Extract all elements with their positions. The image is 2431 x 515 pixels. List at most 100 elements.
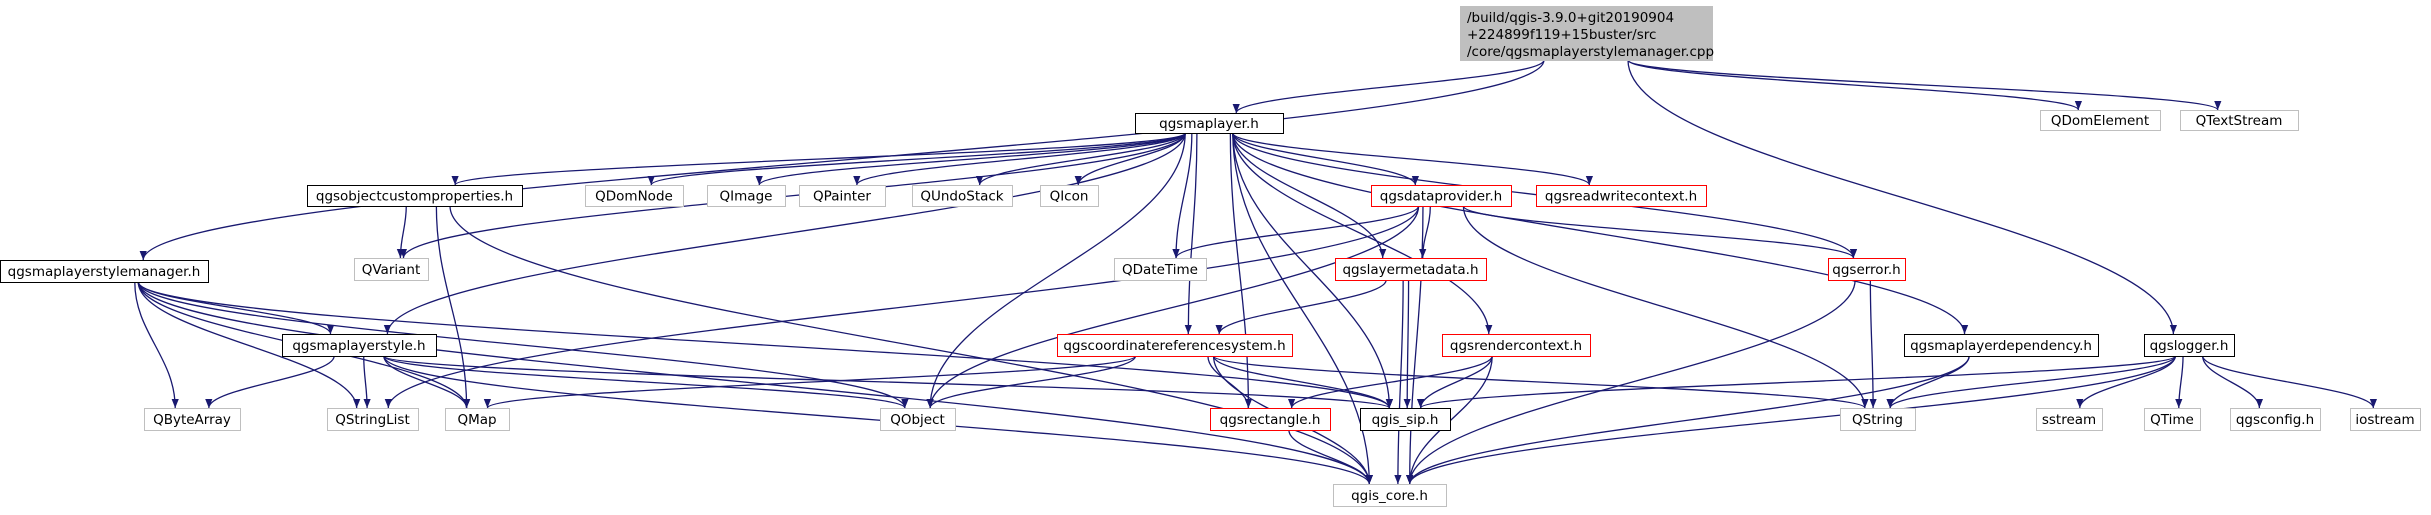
edge-qgsmaplayer_h-to-qimage — [755, 132, 1186, 186]
node-box — [1904, 334, 2099, 357]
node-label: QDomNode — [595, 189, 673, 205]
node-box — [2144, 334, 2235, 357]
edges-layer — [134, 59, 2377, 485]
node-label: qgslogger.h — [2150, 338, 2229, 354]
node-label: qgslayermetadata.h — [1342, 262, 1478, 278]
node-box — [1536, 185, 1707, 207]
node-box — [2180, 110, 2299, 131]
edge-qgsdataprovider_h-to-qobject — [926, 205, 1420, 409]
node-box — [2040, 110, 2161, 131]
edge-qgsmaplayer_h-to-qgis_core_h — [1232, 132, 1373, 485]
node-qgsreadwritecontext-h[interactable]: qgsreadwritecontext.h — [1536, 185, 1707, 207]
edge-qgsmaplayer_h-to-qgsrectangle_h — [1229, 132, 1253, 409]
node-qmap[interactable]: QMap — [445, 408, 510, 431]
node-qdomelement[interactable]: QDomElement — [2040, 110, 2161, 131]
node-box — [1442, 334, 1591, 357]
node-qvariant[interactable]: QVariant — [354, 258, 429, 281]
node-qdatetime[interactable]: QDateTime — [1114, 258, 1207, 281]
node-box — [2230, 408, 2321, 431]
node-label-line: /build/qgis-3.9.0+git20190904 — [1467, 10, 1674, 26]
edge-qgsmaplayerstylemanager_h-to-qstringlist — [137, 281, 361, 409]
node-sstream[interactable]: sstream — [2036, 408, 2103, 431]
node-box — [1335, 258, 1487, 281]
edge-qgslogger_h-to-iostream — [2202, 355, 2377, 409]
node-qgsmaplayer-h[interactable]: qgsmaplayer.h — [1135, 113, 1284, 134]
node-box — [2144, 408, 2201, 431]
node-qpainter[interactable]: QPainter — [799, 185, 886, 207]
edge-qgsrectangle_h-to-qgis_core_h — [1288, 429, 1373, 485]
node-qgis-core-h[interactable]: qgis_core.h — [1333, 484, 1447, 507]
node-label: qgserror.h — [1832, 262, 1900, 278]
node-qgsobjectcustomproperties-h[interactable]: qgsobjectcustomproperties.h — [307, 185, 523, 207]
node-label: QPainter — [813, 189, 871, 205]
node-label: QStringList — [335, 412, 410, 428]
node-box — [327, 408, 419, 431]
node-qicon[interactable]: QIcon — [1040, 185, 1099, 207]
node-label: QIcon — [1050, 189, 1089, 205]
node-box — [445, 408, 510, 431]
node-qgsdataprovider-h[interactable]: qgsdataprovider.h — [1371, 185, 1512, 207]
node-box — [585, 185, 684, 207]
edge-qgsobjectcustomproperties_h-to-qmap — [435, 205, 471, 409]
node-qgscoordinatereferencesystem-h[interactable]: qgscoordinatereferencesystem.h — [1057, 334, 1293, 357]
node-box — [354, 258, 429, 281]
edge-root-to-qgsmaplayer_h — [1232, 59, 1545, 114]
edge-qgscoordinatereferencesystem_h-to-qobject — [926, 355, 1137, 409]
node-qbytearray[interactable]: QByteArray — [144, 408, 241, 431]
node-label: qgsmaplayer.h — [1159, 116, 1259, 132]
node-qstring[interactable]: QString — [1840, 408, 1916, 431]
edge-qgsdataprovider_h-to-qgserror_h — [1462, 205, 1857, 259]
edge-qgsmaplayerstylemanager_h-to-qbytearray — [134, 281, 179, 409]
node-qgslogger-h[interactable]: qgslogger.h — [2144, 334, 2235, 357]
edge-qgsmaplayer_h-to-qdomnode — [647, 132, 1186, 186]
node-qgsrectangle-h[interactable]: qgsrectangle.h — [1210, 408, 1331, 431]
edge-qgscoordinatereferencesystem_h-to-qstring — [1212, 355, 1869, 409]
node-box — [912, 185, 1013, 207]
node-qgserror-h[interactable]: qgserror.h — [1828, 258, 1906, 281]
node-qgis-sip-h[interactable]: qgis_sip.h — [1360, 408, 1451, 431]
node-box — [1057, 334, 1293, 357]
node-label: qgsmaplayerstyle.h — [292, 338, 425, 354]
node-box — [1840, 408, 1916, 431]
node-box — [2036, 408, 2103, 431]
edge-qgslayermetadata_h-to-qgscoordinatereferencesystem_h — [1215, 279, 1387, 335]
node-box — [282, 334, 437, 357]
edge-qgsmaplayerstyle_h-to-qobject — [383, 355, 909, 409]
node-label: iostream — [2355, 412, 2414, 428]
edge-qgslayermetadata_h-to-qgis_sip_h — [1403, 279, 1411, 409]
node-qgsmaplayerstylemanager-h[interactable]: qgsmaplayerstylemanager.h — [0, 260, 209, 283]
edge-qgslogger_h-to-qgis_core_h — [1406, 355, 2176, 485]
edge-qgsdataprovider_h-to-qstring — [1462, 205, 1869, 409]
node-box — [2350, 408, 2421, 431]
edge-qgsdataprovider_h-to-qgslayermetadata_h — [1419, 205, 1431, 259]
edge-qgsmaplayerstylemanager_h-to-qgis_sip_h — [137, 281, 1393, 409]
node-qgsmaplayerdependency-h[interactable]: qgsmaplayerdependency.h — [1904, 334, 2099, 357]
node-label: QTime — [2150, 412, 2194, 428]
edge-qgslogger_h-to-qtime — [2175, 355, 2184, 409]
edge-qgsmaplayer_h-to-qgsmaplayerstyle_h — [383, 132, 1186, 335]
node-qundostack[interactable]: QUndoStack — [912, 185, 1013, 207]
node-qgsrendercontext-h[interactable]: qgsrendercontext.h — [1442, 334, 1591, 357]
node-qgsmaplayerstyle-h[interactable]: qgsmaplayerstyle.h — [282, 334, 437, 357]
node-qstringlist[interactable]: QStringList — [327, 408, 419, 431]
node-qdomnode[interactable]: QDomNode — [585, 185, 684, 207]
node-iostream[interactable]: iostream — [2350, 408, 2421, 431]
edge-root-to-qgsmaplayerstylemanager_h — [139, 59, 1545, 261]
node-root[interactable]: /build/qgis-3.9.0+git20190904+224899f119… — [1460, 6, 1715, 61]
edge-qgsmaplayer_h-to-qpainter — [853, 132, 1186, 186]
node-label: qgsrendercontext.h — [1450, 338, 1582, 354]
node-qobject[interactable]: QObject — [880, 408, 956, 431]
edge-qgsobjectcustomproperties_h-to-qgis_core_h — [449, 205, 1373, 485]
edge-qgsdataprovider_h-to-qstringlist — [384, 205, 1420, 409]
node-qtime[interactable]: QTime — [2144, 408, 2201, 431]
edge-qgserror_h-to-qstring — [1869, 279, 1877, 409]
node-qtextstream[interactable]: QTextStream — [2180, 110, 2299, 131]
node-label: QUndoStack — [920, 189, 1003, 205]
node-qgsconfig-h[interactable]: qgsconfig.h — [2230, 408, 2321, 431]
node-label: qgis_core.h — [1351, 488, 1428, 504]
node-label: qgsrectangle.h — [1220, 412, 1321, 428]
node-qimage[interactable]: QImage — [707, 185, 786, 207]
node-label: qgis_sip.h — [1372, 412, 1439, 428]
node-label-line: /core/qgsmaplayerstylemanager.cpp — [1467, 44, 1714, 60]
node-qgslayermetadata-h[interactable]: qgslayermetadata.h — [1335, 258, 1487, 281]
